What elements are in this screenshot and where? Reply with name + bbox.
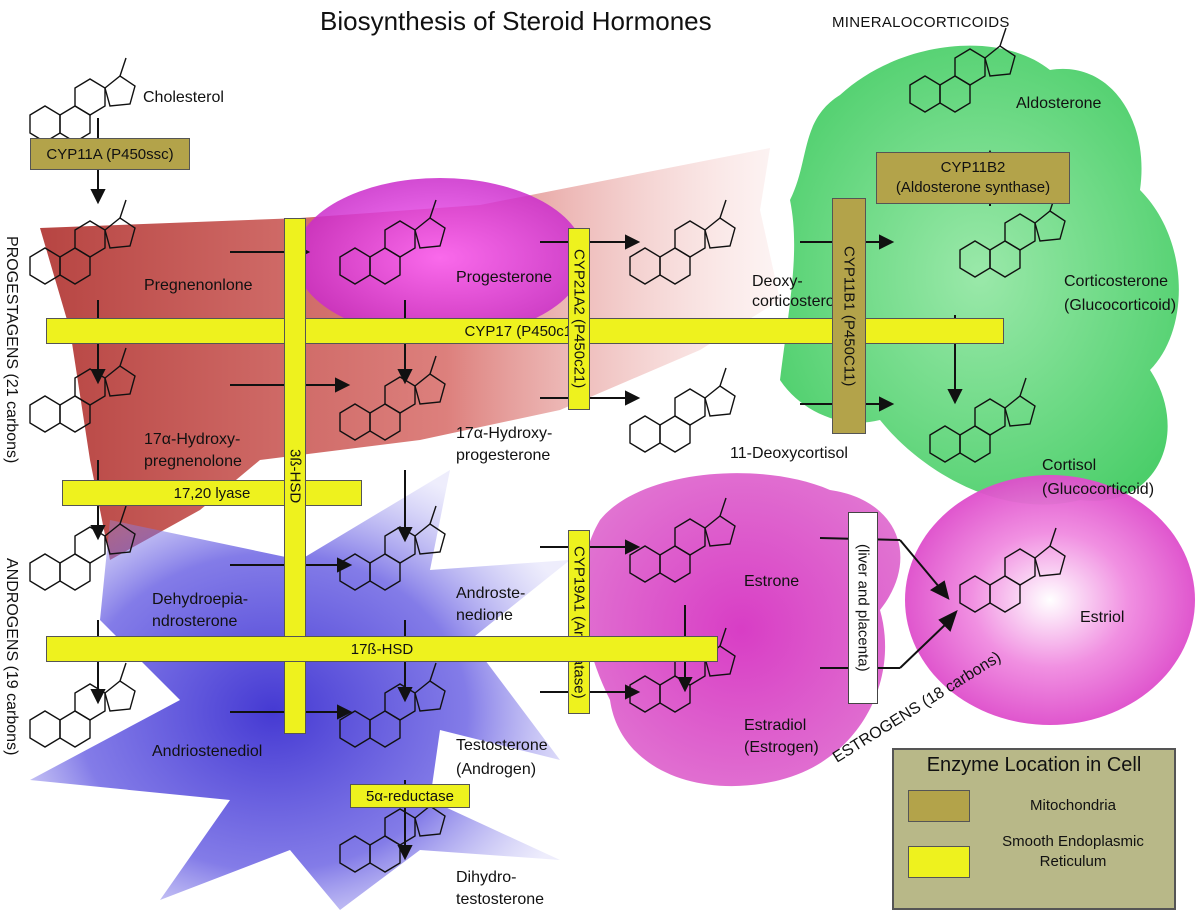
hsd3b-label: 3ß-HSD xyxy=(286,448,304,504)
estradiol-label-1: Estradiol xyxy=(744,717,807,734)
lyase-enzyme-bar: 17,20 lyase xyxy=(62,480,362,506)
cyp11b1-enzyme-bar: CYP11B1 (P450C11) xyxy=(832,198,866,434)
cyp11a-label: CYP11A (P450ssc) xyxy=(46,145,174,163)
cholesterol-label: Cholesterol xyxy=(143,89,224,106)
reductase-label: 5α-reductase xyxy=(366,787,454,805)
cholesterol-structure xyxy=(29,57,136,143)
lyase-label: 17,20 lyase xyxy=(173,484,251,502)
estriol-region xyxy=(905,475,1195,725)
reductase-enzyme-bar: 5α-reductase xyxy=(350,784,470,808)
cyp21a2-label: CYP21A2 (P450c21) xyxy=(570,249,588,389)
aldosterone-label: Aldosterone xyxy=(1016,95,1102,112)
androstenedione-label-1: Androste- xyxy=(456,585,526,602)
cyp17-label: CYP17 (P450c17) xyxy=(464,322,586,340)
testosterone-label-1: Testosterone xyxy=(456,737,548,754)
dhea-label-2: ndrosterone xyxy=(152,613,238,630)
hydroxypregnenolone-label-2: pregnenolone xyxy=(144,453,242,470)
dhea-label-1: Dehydroepia- xyxy=(152,591,249,608)
deoxycortisol-label: 11-Deoxycortisol xyxy=(730,445,848,462)
hsd17b-enzyme-bar: 17ß-HSD xyxy=(46,636,718,662)
hydroxyprogesterone-label-2: progesterone xyxy=(456,447,551,464)
progesterone-region xyxy=(295,178,585,338)
corticosterone-label-2: (Glucocorticoid) xyxy=(1064,297,1177,314)
cyp21a2-enzyme-bar: CYP21A2 (P450c21) xyxy=(568,228,590,410)
androgens-label: ANDROGENS (19 carbons) xyxy=(3,558,20,756)
legend: Enzyme Location in Cell Mitochondria Smo… xyxy=(892,748,1176,910)
cyp11b1-label: CYP11B1 (P450C11) xyxy=(840,245,858,387)
estriol-label: Estriol xyxy=(1080,609,1125,626)
cyp11b2-enzyme-bar: CYP11B2 (Aldosterone synthase) xyxy=(876,152,1070,204)
cortisol-label-1: Cortisol xyxy=(1042,457,1097,474)
cyp11b2-label-2: (Aldosterone synthase) xyxy=(895,179,1051,196)
hydroxyprogesterone-label-1: 17α-Hydroxy- xyxy=(456,425,553,442)
dht-label-2: testosterone xyxy=(456,891,545,908)
page-title: Biosynthesis of Steroid Hormones xyxy=(320,6,712,36)
cyp19a1-label: CYP19A1 (Aromatase) xyxy=(570,545,588,699)
legend-swatch-ser xyxy=(908,846,970,878)
liver-placenta-label: (liver and placenta) xyxy=(854,544,872,672)
deoxycortisol-structure xyxy=(629,367,736,453)
legend-title: Enzyme Location in Cell xyxy=(926,754,1142,776)
hydroxypregnenolone-label-1: 17α-Hydroxy- xyxy=(144,431,241,448)
hsd17b-label: 17ß-HSD xyxy=(350,640,414,658)
estradiol-label-2: (Estrogen) xyxy=(744,739,819,756)
androstenedione-label-2: nedione xyxy=(456,607,513,624)
mineralocorticoids-label: MINERALOCORTICOIDS xyxy=(832,14,1010,31)
dht-label-1: Dihydro- xyxy=(456,869,517,886)
cyp19a1-enzyme-bar: CYP19A1 (Aromatase) xyxy=(568,530,590,714)
legend-swatch-mitochondria xyxy=(908,790,970,822)
progestagen-region xyxy=(40,148,780,560)
deoxycorticosterone-label-2: corticosterone xyxy=(752,293,853,310)
liver-placenta-box: (liver and placenta) xyxy=(848,512,878,704)
testosterone-label-2: (Androgen) xyxy=(456,761,537,778)
estrone-label: Estrone xyxy=(744,573,800,590)
deoxycorticosterone-label-1: Deoxy- xyxy=(752,273,803,290)
legend-label-ser: Smooth Endoplasmic Reticulum xyxy=(1002,833,1144,870)
cyp11a-enzyme-bar: CYP11A (P450ssc) xyxy=(30,138,190,170)
legend-label-mitochondria: Mitochondria xyxy=(1030,797,1116,814)
cyp11b2-label-1: CYP11B2 xyxy=(940,159,1006,176)
corticosterone-label-1: Corticosterone xyxy=(1064,273,1169,290)
hsd3b-enzyme-bar: 3ß-HSD xyxy=(284,218,306,734)
progestagens-label: PROGESTAGENS (21 carbons) xyxy=(3,236,20,464)
pregnenolone-label: Pregnenonlone xyxy=(144,277,253,294)
progesterone-label: Progesterone xyxy=(456,269,553,286)
androstenediol-label: Andriostenediol xyxy=(152,743,263,760)
cortisol-label-2: (Glucocorticoid) xyxy=(1042,481,1155,498)
estrogen-region xyxy=(581,473,901,787)
